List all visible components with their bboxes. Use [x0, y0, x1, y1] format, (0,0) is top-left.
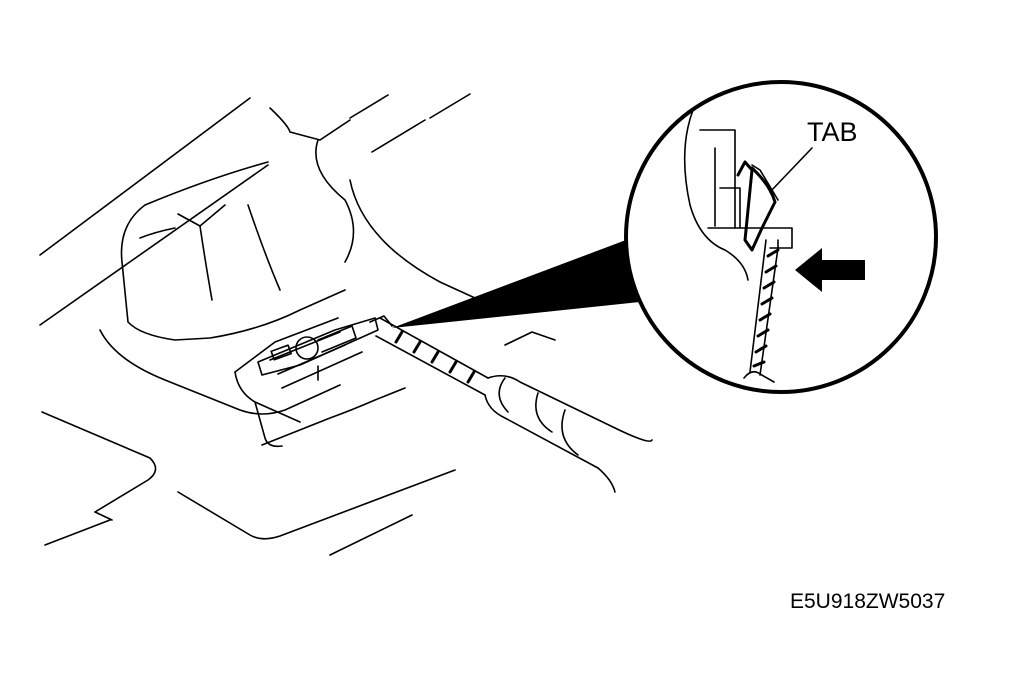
zoom-pointer: [392, 240, 640, 328]
figure-code: E5U918ZW5037: [790, 590, 945, 613]
tab-label: TAB: [807, 117, 858, 147]
shift-boot: [120, 107, 355, 341]
arrow-icon: [795, 248, 865, 292]
screwdriver: [369, 315, 653, 493]
boot-bezel: [99, 317, 406, 448]
indicator-panel: [257, 317, 379, 389]
detail-view: [624, 80, 938, 394]
tab-leader-line: [769, 147, 813, 193]
console-outline: [39, 93, 556, 556]
